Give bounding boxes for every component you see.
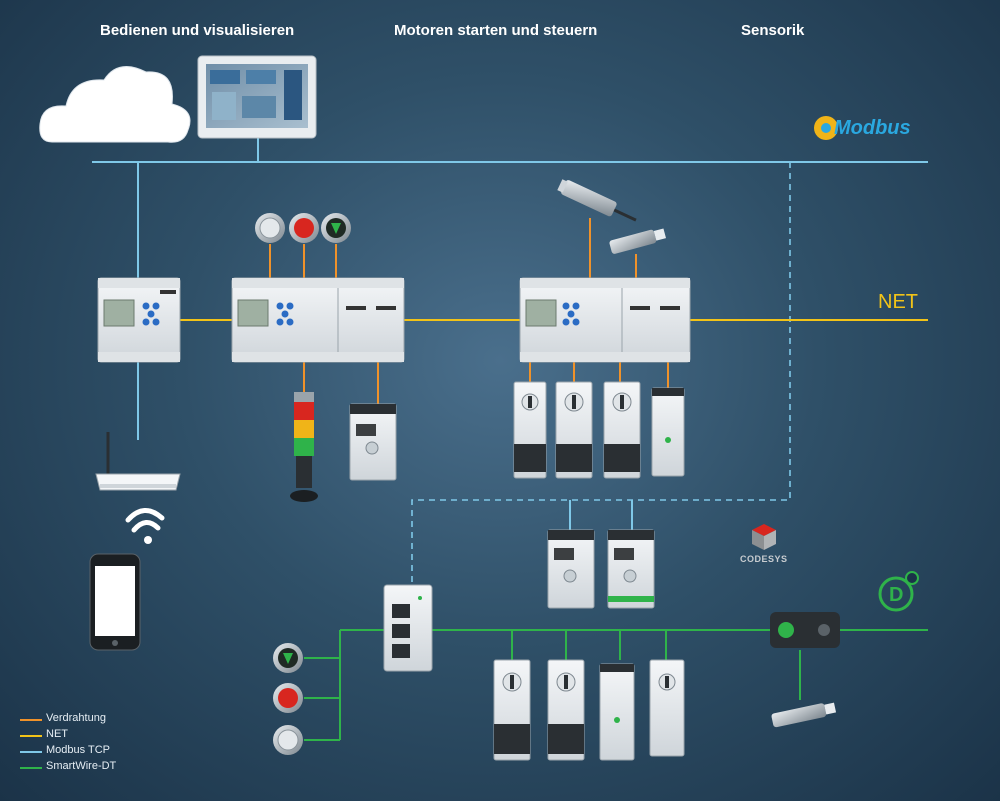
legend-label-modbus: Modbus TCP: [46, 744, 110, 756]
cloud-icon: [39, 66, 191, 143]
inductive-sensor-icon: [557, 179, 637, 222]
motor-starter-icon: [493, 659, 531, 761]
wifi-router-icon: [95, 432, 181, 491]
smartwire-logo-icon: D: [878, 571, 919, 612]
heading-sensors: Sensorik: [741, 22, 805, 39]
motor-starter-icon: [603, 381, 641, 479]
legend-swatch-net: [20, 735, 42, 737]
modbus-logo-icon: [814, 116, 838, 140]
signal-tower-icon: [290, 392, 318, 502]
legend-label-net: NET: [46, 728, 68, 740]
modbus-tcp-lines: [92, 138, 928, 530]
svg-text:D: D: [889, 584, 903, 606]
codesys-logo-icon: [752, 524, 776, 550]
motor-starter-icon: [547, 659, 585, 761]
motor-starter-icon: [651, 387, 685, 477]
push-button-green-icon: [273, 643, 303, 673]
smartwire-connector-icon: [770, 612, 840, 648]
plc-controller-right: [519, 277, 691, 363]
push-button-red-icon: [273, 683, 303, 713]
smartphone-icon: [89, 553, 141, 651]
legend-label-wiring: Verdrahtung: [46, 712, 106, 724]
heading-operate: Bedienen und visualisieren: [100, 22, 295, 39]
legend-swatch-modbus: [20, 751, 42, 753]
inductive-sensor-icon: [771, 702, 837, 728]
frequency-inverter-icon: [547, 529, 595, 609]
motor-starter-icon: [649, 659, 685, 757]
wifi-signal-icon: [125, 508, 165, 544]
smartwire-lines: [304, 629, 928, 741]
push-button-start-icon: [255, 213, 285, 243]
frequency-inverter-icon: [349, 403, 397, 481]
push-button-start-icon: [273, 725, 303, 755]
motor-starter-icon: [513, 381, 547, 479]
plc-controller-left: [231, 277, 405, 363]
legend-label-smartwire: SmartWire-DT: [46, 760, 117, 772]
modbus-tcp-dashed-lines: [411, 162, 791, 585]
push-button-red-icon: [289, 213, 319, 243]
legend-swatch-wiring: [20, 719, 42, 721]
motor-starter-icon: [599, 663, 635, 761]
inductive-sensor-icon-2: [609, 228, 667, 254]
push-button-green-icon: [321, 213, 351, 243]
wiring-lines: [269, 218, 669, 404]
modbus-logo-text: Modbus: [834, 117, 911, 139]
heading-motors: Motoren starten und steuern: [394, 22, 598, 39]
touch-panel-icon: [197, 55, 317, 139]
gateway-icon: [383, 584, 433, 672]
legend-swatch-smartwire: [20, 767, 42, 769]
motor-starter-icon: [555, 381, 593, 479]
net-label: NET: [878, 291, 918, 313]
plc-controller-small: [97, 277, 181, 363]
frequency-inverter-icon: [607, 529, 655, 609]
codesys-logo-text: CODESYS: [740, 554, 788, 564]
